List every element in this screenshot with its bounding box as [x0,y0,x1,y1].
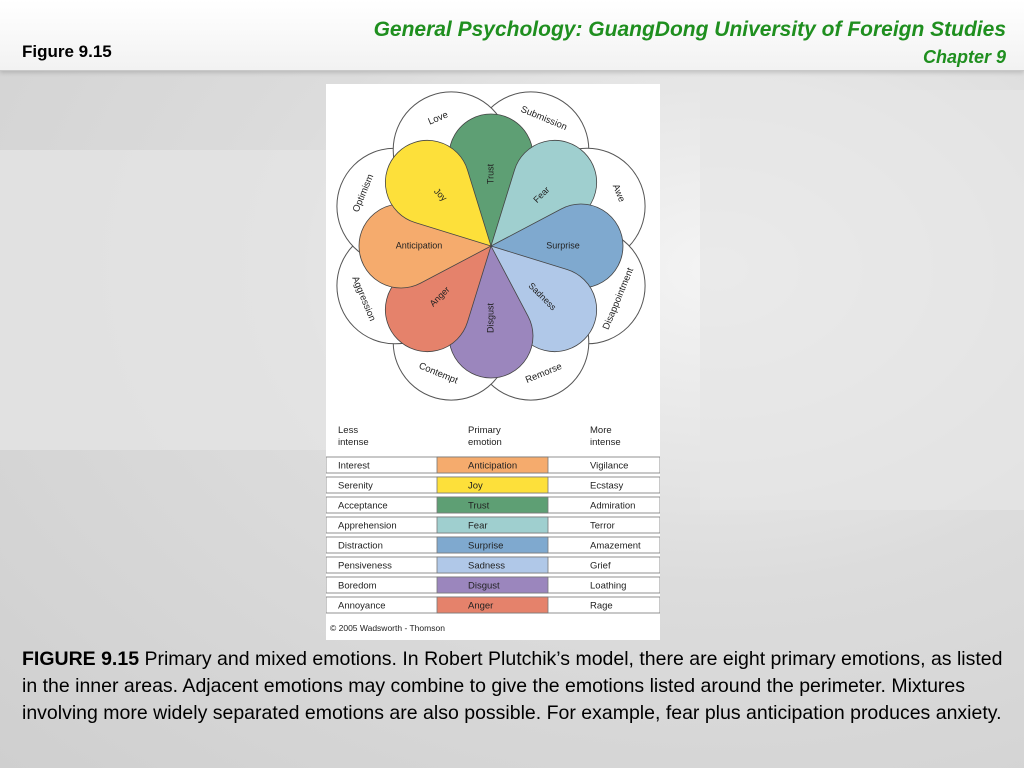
background-shape [0,150,330,450]
table-primary-cell [436,496,549,514]
table-primary-cell [436,516,549,534]
chapter-label: Chapter 9 [922,47,1006,67]
more-intense-cell: Grief [590,561,611,572]
primary-emotion-cell: Surprise [468,541,503,552]
primary-emotion-ring [358,113,624,379]
primary-emotion-cell: Anticipation [468,461,517,472]
more-intense-cell: Amazement [590,541,641,552]
more-intense-cell: Rage [590,601,613,612]
table-header-label: Primary [468,425,501,436]
emotion-wheel-diagram: TrustFearSurpriseSadnessDisgustAngerAnti… [326,91,660,633]
less-intense-cell: Acceptance [338,501,388,512]
caption-text: Primary and mixed emotions. In Robert Pl… [22,648,1003,724]
primary-emotion-cell: Anger [468,601,493,612]
more-intense-cell: Terror [590,521,615,532]
primary-emotion-cell: Disgust [468,581,500,592]
primary-emotion-petal [384,139,492,247]
more-intense-cell: Vigilance [590,461,628,472]
table-primary-cell [436,536,549,554]
primary-emotion-cell: Sadness [468,561,505,572]
primary-emotion-cell: Trust [468,501,490,512]
table-header-label: Less [338,425,358,436]
slide-header: Figure 9.15 General Psychology: GuangDon… [0,0,1024,71]
background-shape [700,90,1024,510]
more-intense-cell: Admiration [590,501,635,512]
figure-label: Figure 9.15 [22,42,112,61]
more-intense-cell: Loathing [590,581,626,592]
table-primary-cell [436,556,549,574]
copyright-note: © 2005 Wadsworth - Thomson [330,623,445,633]
more-intense-cell: Ecstasy [590,481,624,492]
table-primary-cell [436,576,549,594]
less-intense-cell: Serenity [338,481,373,492]
table-header-label: intense [338,437,369,448]
course-title: General Psychology: GuangDong University… [373,18,1006,41]
less-intense-cell: Pensiveness [338,561,392,572]
less-intense-cell: Apprehension [338,521,397,532]
caption-lead: FIGURE 9.15 [22,648,140,670]
table-primary-cell [436,596,549,614]
less-intense-cell: Annoyance [338,601,386,612]
table-header-label: emotion [468,437,502,448]
primary-emotion-label: Surprise [546,240,580,250]
table-header-label: More [590,425,612,436]
less-intense-cell: Boredom [338,581,377,592]
table-header-label: intense [590,437,621,448]
primary-emotion-label: Trust [485,163,495,184]
table-primary-cell [436,456,549,474]
less-intense-cell: Distraction [338,541,383,552]
primary-emotion-label: Disgust [485,302,495,333]
primary-emotion-cell: Fear [468,521,488,532]
primary-emotion-cell: Joy [468,481,483,492]
less-intense-cell: Interest [338,461,370,472]
primary-emotion-label: Anticipation [396,240,443,250]
table-primary-cell [436,476,549,494]
figure-caption: FIGURE 9.15 Primary and mixed emotions. … [22,646,1012,727]
